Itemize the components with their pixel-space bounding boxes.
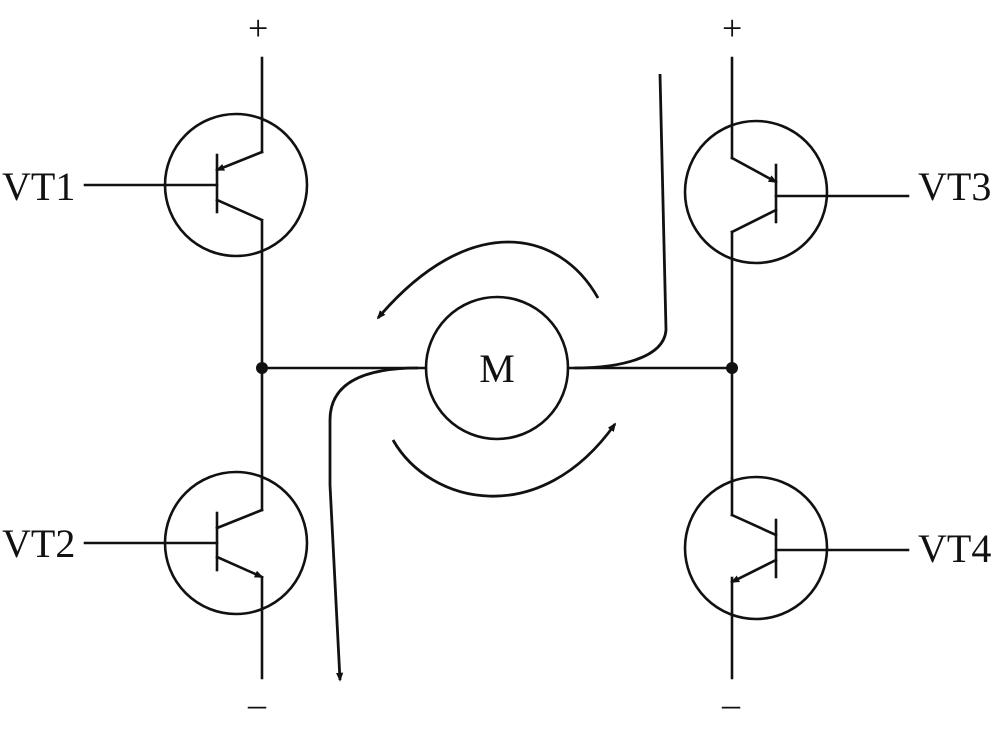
vt4-emitter [730, 558, 778, 584]
motor-circle [424, 295, 570, 441]
vt3-circle [683, 119, 829, 265]
transistor-vt4: VT4 [683, 475, 991, 621]
vt1-label: VT1 [2, 164, 75, 209]
transistor-vt3: VT3 [683, 119, 991, 265]
rotation-arrow-lower [391, 422, 617, 498]
vt3-emitter [730, 156, 778, 184]
vt2-label: VT2 [2, 521, 75, 566]
vt3-label: VT3 [918, 164, 991, 209]
motor: M [424, 295, 570, 441]
current-path-out [328, 366, 419, 682]
transistor-vt2: VT2 [2, 470, 309, 616]
right-minus-sign: – [721, 684, 741, 724]
rotation-arrow-upper [376, 240, 600, 320]
transistor-vt1: VT1 [2, 112, 309, 258]
motor-label: M [479, 346, 515, 391]
left-minus-sign: – [247, 684, 267, 724]
current-path-in [573, 73, 668, 370]
vt2-emitter [215, 555, 264, 579]
right-plus-sign: + [722, 8, 742, 48]
vt3-collector [730, 208, 778, 234]
vt4-label: VT4 [918, 526, 991, 571]
vt4-circle [683, 475, 829, 621]
vt1-collector [215, 198, 264, 222]
left-plus-sign: + [248, 8, 268, 48]
